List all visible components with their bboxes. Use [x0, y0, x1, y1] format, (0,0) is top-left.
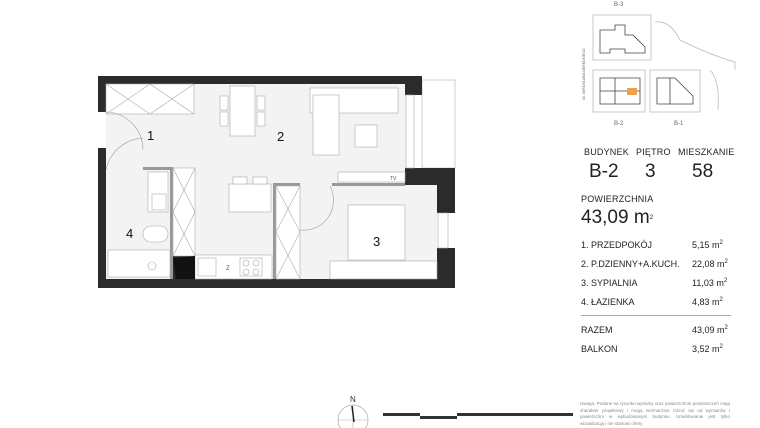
apartment-label: MIESZKANIE	[678, 147, 735, 157]
floor-value: 3	[645, 161, 656, 182]
street-label: UL. MIROSŁAWA DERECKIEGO	[582, 48, 586, 100]
compass-and-scale: N	[337, 395, 573, 428]
room-label-2: 2	[277, 129, 284, 144]
building-value: B-2	[589, 161, 619, 182]
floor-label: PIĘTRO	[636, 147, 671, 157]
room-label-1: 1	[147, 128, 154, 143]
divider	[581, 315, 731, 316]
area-label: POWIERZCHNIA	[581, 194, 654, 204]
fridge-label: Z	[226, 266, 230, 272]
north-label: N	[350, 395, 356, 404]
walls	[98, 76, 455, 288]
building-label-b1: B-1	[674, 121, 684, 127]
site-map: B-3 B-2 B-1 UL. MIROSŁAWA DERECKIEGO	[582, 2, 736, 127]
apartment-highlight	[627, 88, 637, 95]
balcony	[421, 79, 456, 169]
room-row: 2. P.DZIENNY+A.KUCH.22,08 m2	[581, 259, 728, 269]
room-label-4: 4	[126, 226, 133, 241]
floor-plan: 1 2 3 4 TV Z	[98, 76, 456, 288]
scale-bar	[383, 413, 573, 419]
building-label-b3: B-3	[614, 2, 624, 8]
building-label-b2: B-2	[614, 121, 624, 127]
area-value: 43,09 m2	[581, 207, 653, 228]
tv-label: TV	[390, 176, 397, 182]
disclaimer-note: Uwaga: Podane na rysunku wymiary oraz po…	[580, 401, 730, 426]
building-label: BUDYNEK	[584, 147, 629, 157]
apartment-value: 58	[692, 161, 714, 182]
room-label-3: 3	[373, 234, 380, 249]
